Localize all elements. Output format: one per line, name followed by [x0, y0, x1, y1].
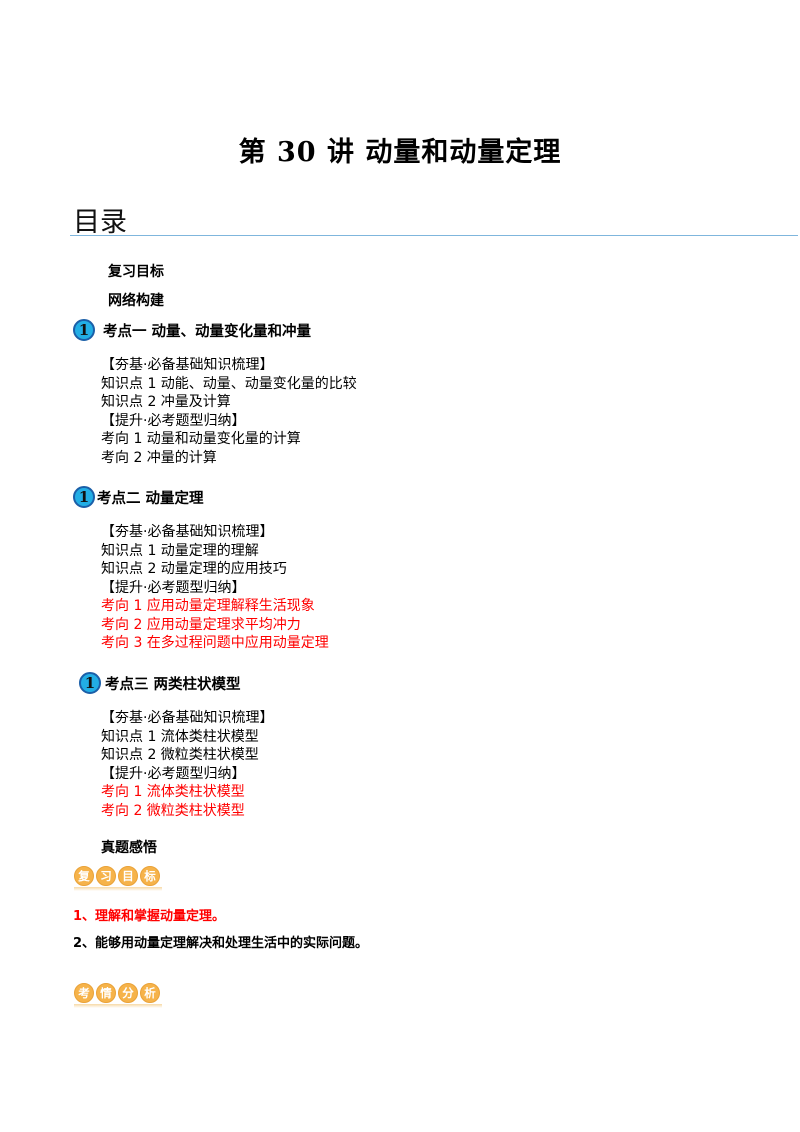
toc-line[interactable]: 知识点 1 流体类柱状模型 — [101, 728, 259, 745]
toc-line[interactable]: 【夯基·必备基础知识梳理】 — [101, 710, 274, 726]
toc-line[interactable]: 考向 1 应用动量定理解释生活现象 — [101, 598, 315, 614]
toc-item-review-goal[interactable]: 复习目标 — [108, 264, 164, 280]
toc-section-title: 考点一 动量、动量变化量和冲量 — [103, 323, 312, 340]
toc-line[interactable]: 考向 2 冲量的计算 — [101, 449, 217, 466]
badge-char: 标 — [140, 866, 160, 886]
badge-char: 复 — [74, 866, 94, 886]
toc-line[interactable]: 【提升·必考题型归纳】 — [101, 579, 246, 596]
badge-char: 目 — [118, 866, 138, 886]
badge-underline — [74, 887, 162, 891]
badge-char: 习 — [96, 866, 116, 886]
toc-line[interactable]: 考向 2 微粒类柱状模型 — [101, 802, 245, 819]
toc-section-1[interactable]: 1 考点一 动量、动量变化量和冲量 — [73, 319, 311, 341]
exam-analysis-badge: 考 情 分 析 — [74, 983, 164, 1009]
goal-item-1: 1、理解和掌握动量定理。 — [73, 909, 226, 924]
toc-section-3-lines: 【夯基·必备基础知识梳理】 知识点 1 流体类柱状模型 知识点 2 微粒类柱状模… — [101, 709, 273, 820]
toc-line[interactable]: 考向 2 应用动量定理求平均冲力 — [101, 616, 301, 633]
toc-line[interactable]: 【夯基·必备基础知识梳理】 — [101, 357, 274, 373]
toc-line[interactable]: 【提升·必考题型归纳】 — [101, 412, 246, 429]
goal-item-2: 2、能够用动量定理解决和处理生活中的实际问题。 — [73, 936, 369, 951]
badge-char: 分 — [118, 983, 138, 1003]
page-title: 第 30 讲 动量和动量定理 — [238, 137, 562, 168]
toc-item-network[interactable]: 网络构建 — [108, 293, 164, 309]
toc-line[interactable]: 知识点 1 动量定理的理解 — [101, 542, 259, 559]
toc-line[interactable]: 知识点 1 动能、动量、动量变化量的比较 — [101, 375, 357, 392]
badge-underline — [74, 1004, 162, 1008]
toc-line[interactable]: 知识点 2 冲量及计算 — [101, 394, 231, 410]
toc-line[interactable]: 【提升·必考题型归纳】 — [101, 765, 246, 782]
toc-section-3[interactable]: 1 考点三 两类柱状模型 — [79, 672, 241, 694]
badge-char: 情 — [96, 983, 116, 1003]
badge-char: 考 — [74, 983, 94, 1003]
toc-line[interactable]: 考向 1 动量和动量变化量的计算 — [101, 431, 301, 447]
badge-char: 析 — [140, 983, 160, 1003]
toc-line[interactable]: 考向 1 流体类柱状模型 — [101, 784, 245, 800]
number-one-icon: 1 — [73, 319, 95, 341]
toc-item-real-exam[interactable]: 真题感悟 — [101, 840, 157, 856]
toc-section-1-lines: 【夯基·必备基础知识梳理】 知识点 1 动能、动量、动量变化量的比较 知识点 2… — [101, 356, 357, 467]
toc-section-title: 考点二 动量定理 — [97, 490, 204, 507]
number-one-icon: 1 — [79, 672, 101, 694]
toc-line[interactable]: 【夯基·必备基础知识梳理】 — [101, 524, 274, 540]
toc-line[interactable]: 知识点 2 微粒类柱状模型 — [101, 747, 259, 763]
toc-section-2[interactable]: 1 考点二 动量定理 — [73, 486, 204, 508]
toc-section-2-lines: 【夯基·必备基础知识梳理】 知识点 1 动量定理的理解 知识点 2 动量定理的应… — [101, 523, 329, 653]
toc-line[interactable]: 考向 3 在多过程问题中应用动量定理 — [101, 635, 329, 651]
toc-heading: 目录 — [73, 207, 127, 238]
review-goal-badge: 复 习 目 标 — [74, 866, 164, 892]
number-one-icon: 1 — [73, 486, 95, 508]
toc-divider — [70, 235, 798, 236]
toc-line[interactable]: 知识点 2 动量定理的应用技巧 — [101, 561, 287, 577]
toc-section-title: 考点三 两类柱状模型 — [105, 676, 241, 693]
